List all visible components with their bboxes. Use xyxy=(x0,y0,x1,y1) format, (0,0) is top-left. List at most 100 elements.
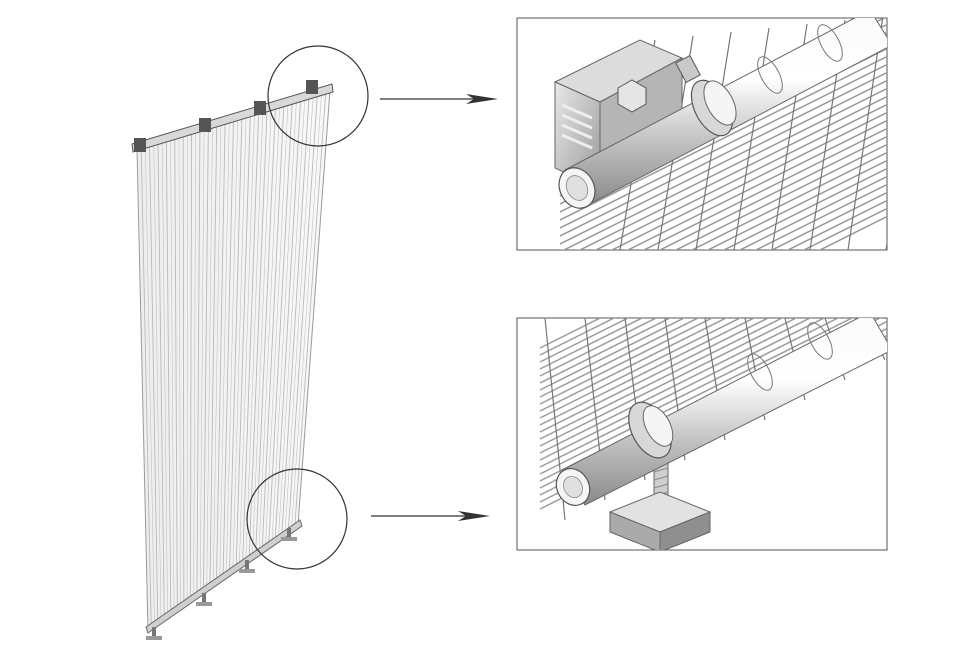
top-bracket xyxy=(134,138,146,152)
mesh-strand xyxy=(802,207,887,250)
bottom-bracket xyxy=(281,528,297,541)
arrow-head-icon xyxy=(466,94,498,104)
mesh-wire xyxy=(209,125,218,587)
mesh-strand xyxy=(539,318,658,377)
top-bracket xyxy=(199,118,211,132)
mesh-panel xyxy=(131,80,334,640)
mesh-wire xyxy=(232,116,247,571)
mesh-cable xyxy=(695,31,732,250)
mesh-wire xyxy=(287,93,318,532)
mesh-wire xyxy=(265,103,289,548)
rod-collar xyxy=(690,24,843,137)
hex-bolt xyxy=(617,54,701,113)
mesh-strand xyxy=(539,318,840,468)
mesh-strand xyxy=(562,87,887,250)
mesh-strand xyxy=(706,159,887,250)
bottom-rail xyxy=(145,519,303,634)
mesh-strand xyxy=(642,127,887,250)
mesh-strand xyxy=(539,318,630,363)
mesh-strand xyxy=(738,175,887,250)
support-rod xyxy=(555,318,887,506)
mesh-cable xyxy=(885,239,887,250)
mesh-strand xyxy=(610,111,887,250)
mesh-strand xyxy=(539,318,812,454)
mesh-strand xyxy=(818,215,887,250)
mesh-wire xyxy=(291,92,322,530)
bottom-brackets xyxy=(146,528,297,640)
mesh-wire xyxy=(140,148,152,628)
mesh-strand xyxy=(626,119,887,250)
mesh-wire xyxy=(145,147,155,626)
mesh-wire xyxy=(235,114,251,569)
mesh-wire xyxy=(229,117,243,573)
mesh-wire xyxy=(258,105,280,553)
mesh-strand xyxy=(594,103,887,250)
top-mount-callout xyxy=(267,45,498,147)
mesh-wire xyxy=(170,139,175,612)
mesh-strand xyxy=(539,318,742,419)
mesh-cable xyxy=(847,18,884,250)
mesh-strand xyxy=(539,318,700,398)
mesh-strand xyxy=(539,318,728,412)
arrow-head-icon xyxy=(458,511,490,521)
mesh-strand xyxy=(559,55,887,221)
mesh-strand xyxy=(539,318,672,384)
mesh-wire xyxy=(165,140,172,615)
mesh-wire xyxy=(255,106,276,555)
mesh-wire xyxy=(149,146,159,624)
mesh-strand xyxy=(559,63,887,229)
mesh-strand xyxy=(770,191,887,250)
mesh-wire xyxy=(281,96,310,537)
mesh-wire xyxy=(261,104,285,551)
mesh-wire xyxy=(271,100,297,544)
mesh-wire xyxy=(161,142,168,617)
mesh-wire xyxy=(222,119,234,578)
mesh-strand xyxy=(578,95,887,250)
bottom-bracket xyxy=(146,627,162,640)
mesh-wire xyxy=(212,123,222,585)
mesh-strand xyxy=(722,167,887,250)
mesh-wire xyxy=(153,144,162,621)
top-mount-detail xyxy=(516,17,888,251)
base-bracket xyxy=(608,491,712,550)
mesh-wire xyxy=(245,110,264,562)
bottom-mount-detail xyxy=(516,317,888,551)
mesh-wire xyxy=(226,118,238,576)
mesh-strand xyxy=(690,151,887,250)
bottom-bracket xyxy=(239,560,255,573)
top-bracket xyxy=(254,101,266,115)
mesh-wire xyxy=(206,126,213,589)
mesh-wire xyxy=(294,91,327,528)
mesh-wire xyxy=(278,97,306,539)
mesh-strand xyxy=(674,143,887,250)
mesh-wire xyxy=(284,95,314,535)
mesh-strand xyxy=(658,135,887,250)
mesh-wire xyxy=(157,143,165,619)
mesh-strand xyxy=(539,318,644,370)
magnifier-circle-icon xyxy=(246,468,348,570)
bottom-bracket xyxy=(196,593,212,606)
rod-collar xyxy=(628,322,833,459)
mesh-wire xyxy=(193,131,196,599)
mesh-strand xyxy=(539,318,826,461)
mesh-strand xyxy=(539,318,798,447)
mesh-strand xyxy=(539,318,686,391)
mesh-panel-wires xyxy=(140,91,327,628)
mesh-strand xyxy=(539,318,616,356)
mesh-wire xyxy=(252,108,272,557)
mesh-strand xyxy=(754,183,887,250)
mesh-strand xyxy=(539,318,854,475)
mesh-wire xyxy=(196,130,201,596)
mesh-strand xyxy=(539,318,756,426)
bottom-mount-callout xyxy=(246,468,490,570)
mesh-wire xyxy=(242,112,260,564)
mesh-wire xyxy=(202,127,209,592)
mesh-strand xyxy=(539,318,714,405)
mesh-wire xyxy=(182,135,185,605)
mesh-wire xyxy=(239,113,255,567)
mesh-strand xyxy=(559,79,887,245)
top-brackets xyxy=(134,80,318,152)
mesh-wire xyxy=(216,122,226,583)
mesh-strand xyxy=(786,199,887,250)
